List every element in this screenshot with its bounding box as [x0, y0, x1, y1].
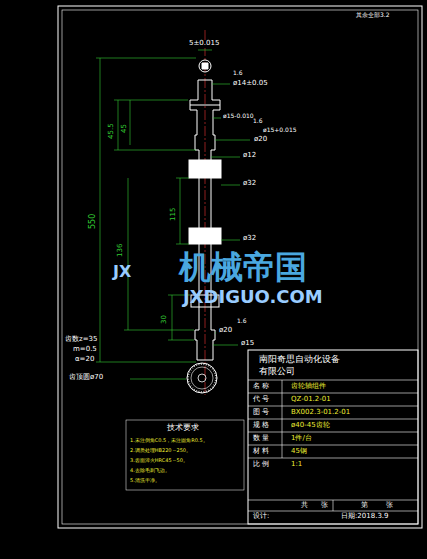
table-cell: 45钢 [290, 448, 308, 456]
note: 3.齿面淬火HRC45～50。 [129, 458, 189, 464]
roughness: 1.6 [252, 118, 264, 125]
table-cell: 代 号 [252, 396, 270, 404]
dimension: 115 [170, 207, 178, 222]
dimension: 136 [117, 243, 125, 258]
watermark-logo: JX [112, 263, 132, 281]
table-cell: 张 [320, 502, 329, 510]
note: 2.调质处理HB220～250。 [129, 448, 192, 454]
table-cell: 张 [385, 502, 394, 510]
roughness: 1.6 [236, 318, 248, 325]
note: 4.去除毛刺飞边。 [129, 468, 171, 474]
company-name: 有限公司 [258, 367, 296, 377]
dimension: ø20 [218, 327, 233, 335]
roughness: 1.6 [232, 70, 244, 77]
table-cell: 日期:2018.3.9 [340, 513, 390, 521]
table-cell: 名 称 [252, 383, 270, 391]
company-name: 南阳奇思自动化设备 [258, 355, 341, 365]
table-cell: 材 料 [252, 448, 270, 456]
table-cell: 图 号 [252, 409, 270, 417]
table-cell: 1件/台 [290, 435, 313, 443]
dimension: 5±0.015 [188, 40, 220, 48]
gear-data: 齿顶圆ø70 [68, 374, 104, 382]
table-cell: 共 [300, 502, 309, 510]
table-cell: 规 格 [252, 422, 270, 430]
table-cell: 比 例 [252, 461, 270, 469]
title-block [248, 350, 418, 524]
dimension: ø15-0.010 [222, 113, 255, 120]
note: 5.清洗干净。 [129, 478, 161, 484]
dimension: ø32 [242, 235, 257, 243]
dimension: ø20 [253, 136, 268, 144]
dimension: ø32 [242, 180, 257, 188]
notes-frame [126, 420, 244, 490]
dimension: ø14±0.05 [232, 80, 269, 88]
table-cell: 第 [360, 502, 369, 510]
table-cell: 齿轮轴组件 [290, 383, 327, 391]
inner-frame [62, 10, 418, 524]
gear-data: m=0.5 [72, 346, 98, 354]
sheet-border [58, 6, 422, 528]
note: 1.未注倒角C0.5，未注圆角R0.5。 [129, 438, 209, 444]
watermark: 机械帝国 [178, 250, 308, 285]
table-cell: 设计: [252, 513, 270, 521]
gear-view [187, 363, 217, 393]
table-cell: ø40-45齿轮 [290, 422, 331, 430]
gear-data: α=20 [74, 356, 95, 364]
dimension: ø15+0.015 [262, 127, 298, 134]
notes-heading: 技术要求 [166, 424, 200, 433]
roughness-note: 其余全部3.2 [355, 12, 391, 19]
center-line [205, 30, 206, 395]
watermark: JXDIGUO.COM [182, 287, 324, 307]
dimension: 45 [121, 123, 129, 134]
table-cell: BX002.3-01.2-01 [290, 409, 351, 417]
dimension: 45.5 [108, 122, 116, 140]
title-grid [248, 380, 418, 511]
gear-data: 齿数z=35 [64, 336, 98, 344]
table-cell: QZ-01.2-01 [290, 396, 332, 404]
table-cell: 数 量 [252, 435, 270, 443]
dimension: ø15 [240, 340, 255, 348]
dimension: ø12 [242, 152, 257, 160]
dimension-lines [96, 50, 250, 379]
shaft-outline [189, 60, 221, 360]
dimension: 550 [89, 213, 98, 230]
dimension: 30 [161, 314, 169, 325]
table-cell: 1:1 [290, 461, 303, 469]
